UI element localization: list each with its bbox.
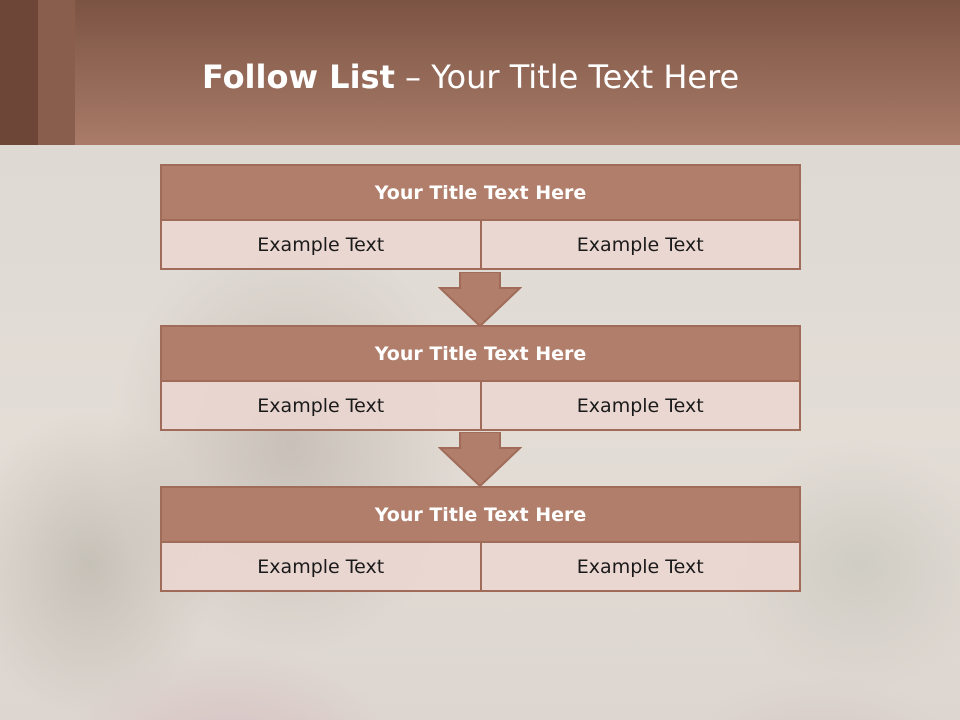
- block-row: Example Text Example Text: [160, 382, 801, 431]
- block-row: Example Text Example Text: [160, 221, 801, 270]
- block-title: Your Title Text Here: [160, 325, 801, 382]
- slide-header: Follow List – Your Title Text Here: [0, 0, 960, 145]
- down-arrow-icon: [438, 432, 522, 488]
- block-title: Your Title Text Here: [160, 164, 801, 221]
- block-title: Your Title Text Here: [160, 486, 801, 543]
- slide-title-rest: – Your Title Text Here: [394, 58, 740, 96]
- block-cell-left: Example Text: [162, 543, 480, 590]
- down-arrow-icon: [438, 272, 522, 328]
- block-cell-left: Example Text: [162, 221, 480, 268]
- flow-block-1: Your Title Text Here Example Text Exampl…: [160, 164, 801, 270]
- slide-title-bold: Follow List: [202, 58, 395, 96]
- header-accent-band: [38, 0, 75, 145]
- block-cell-right: Example Text: [479, 221, 799, 268]
- flow-block-2: Your Title Text Here Example Text Exampl…: [160, 325, 801, 431]
- header-accent-band: [0, 0, 38, 145]
- block-cell-right: Example Text: [479, 382, 799, 429]
- block-row: Example Text Example Text: [160, 543, 801, 592]
- block-cell-right: Example Text: [479, 543, 799, 590]
- slide-title: Follow List – Your Title Text Here: [202, 52, 739, 102]
- block-cell-left: Example Text: [162, 382, 480, 429]
- flow-block-3: Your Title Text Here Example Text Exampl…: [160, 486, 801, 592]
